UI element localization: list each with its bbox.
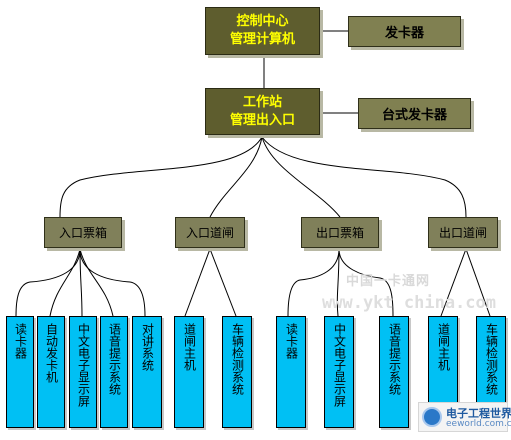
group-1-label: 入口票箱 <box>58 226 107 240</box>
link-station-group-3 <box>261 136 341 218</box>
link-group-4-leaves <box>440 248 467 317</box>
logo-globe-icon <box>422 407 442 427</box>
card-issuer-node: 发卡器 <box>348 16 461 47</box>
desk-issuer-node: 台式发卡器 <box>358 98 471 129</box>
link-group-2-leaves <box>184 248 211 317</box>
leaf-intercom: 对讲系统 <box>132 316 162 428</box>
leaf-card-reader: 读卡器 <box>6 316 34 428</box>
leaf-voice-prompt: 语音提示系统 <box>379 316 409 428</box>
station-line-1: 工作站 <box>242 94 282 110</box>
link-station-group-4 <box>261 136 467 218</box>
eeworld-logo: 电子工程世界 eeworld.com.cn <box>418 402 511 432</box>
leaf-barrier-host: 道闸主机 <box>174 316 204 428</box>
leaf-vehicle-detection: 车辆检测系统 <box>222 316 252 428</box>
group-4-label: 出口道闸 <box>438 226 487 240</box>
station-node: 工作站 管理出入口 <box>205 88 320 135</box>
group-exit-barrier: 出口道闸 <box>428 217 498 248</box>
control-center-node: 控制中心 管理计算机 <box>205 7 320 55</box>
logo-cn-text: 电子工程世界 <box>446 407 511 420</box>
watermark-cn: 中国一卡通网 <box>346 274 431 289</box>
leaf-chinese-display: 中文电子显示屏 <box>324 316 354 428</box>
group-exit-ticket-box: 出口票箱 <box>301 217 379 248</box>
station-line-2: 管理出入口 <box>229 112 295 128</box>
leaf-voice-prompt: 语音提示系统 <box>100 316 128 428</box>
link-station-group-1 <box>59 136 263 218</box>
logo-en-text: eeworld.com.cn <box>446 419 511 429</box>
card-issuer-label: 发卡器 <box>384 26 424 41</box>
group-2-label: 入口道闸 <box>185 226 234 240</box>
leaf-chinese-display: 中文电子显示屏 <box>69 316 97 428</box>
group-3-label: 出口票箱 <box>315 226 364 240</box>
group-entry-ticket-box: 入口票箱 <box>44 217 122 248</box>
control-center-line-1: 控制中心 <box>236 14 289 29</box>
control-center-line-2: 管理计算机 <box>229 32 295 47</box>
leaf-auto-card-dispenser: 自动发卡机 <box>37 316 65 428</box>
group-entry-barrier: 入口道闸 <box>175 217 245 248</box>
desk-issuer-label: 台式发卡器 <box>381 108 447 123</box>
link-station-group-2 <box>209 136 263 218</box>
link-group-3-leaves <box>287 248 340 317</box>
leaf-card-reader: 读卡器 <box>276 316 306 428</box>
link-group-1-leaves <box>15 248 81 317</box>
watermark-url: www.ykt china.com <box>322 293 496 313</box>
